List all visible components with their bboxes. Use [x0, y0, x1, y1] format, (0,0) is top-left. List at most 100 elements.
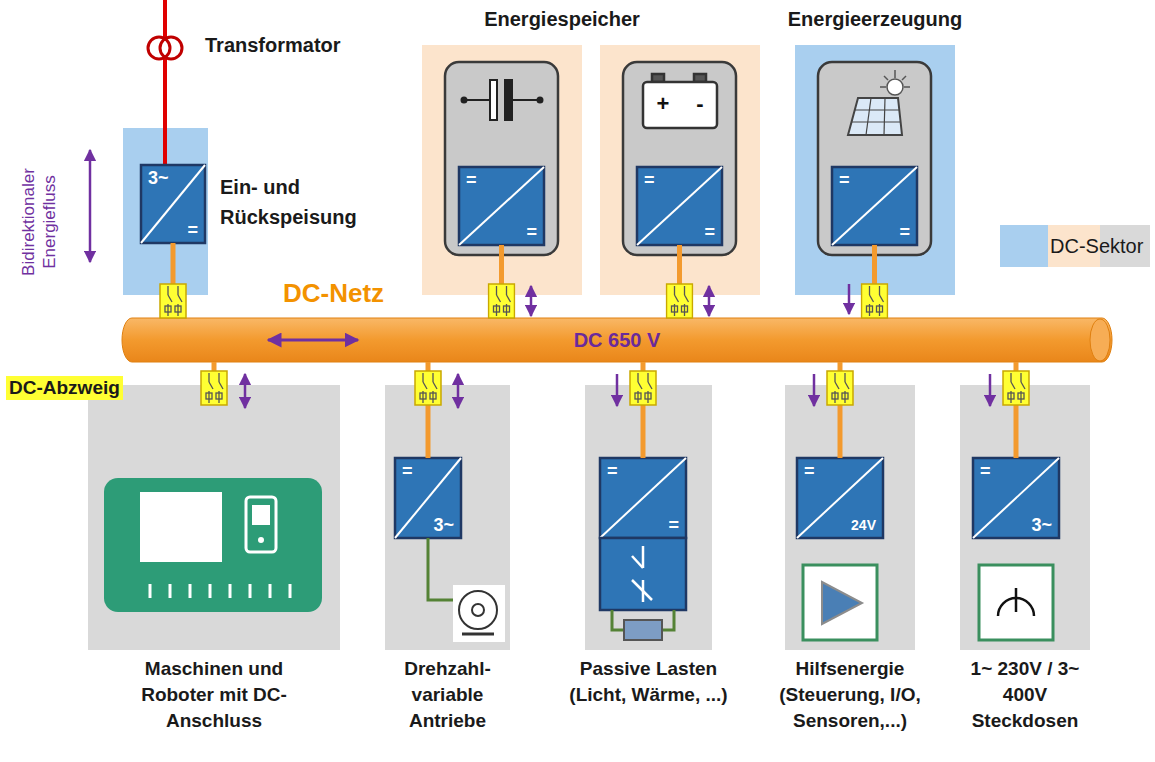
machine-illustration	[249, 584, 252, 598]
label-holder: -	[689, 91, 711, 117]
converter-symbol	[832, 167, 917, 245]
capacitor-symbol	[505, 80, 512, 120]
transformer-symbol	[160, 37, 182, 59]
machine-illustration	[104, 478, 322, 612]
solar-panel-symbol	[880, 86, 886, 88]
energy-flow-arrow	[90, 150, 990, 408]
legend-entry: DC-Sektor	[1000, 225, 1150, 267]
pole-sign: +	[652, 91, 674, 117]
transformer-symbol	[148, 0, 182, 166]
transformer-symbol	[163, 0, 167, 37]
converter-diagonal	[832, 167, 917, 245]
solar-panel-symbol	[848, 70, 910, 135]
control-symbol	[803, 565, 877, 640]
converter-diagonal	[141, 165, 205, 243]
socket-symbol	[1015, 588, 1018, 612]
load-box: Passive Lasten (Licht, Wärme, ...)==	[585, 385, 712, 650]
converter-label: 3~	[148, 168, 169, 188]
solar-panel-symbol	[887, 79, 903, 95]
converter-symbol	[973, 458, 1059, 538]
converter-label: =	[526, 222, 537, 242]
switch-symbol	[632, 580, 652, 600]
control-symbol	[803, 565, 877, 640]
energy-flow-arrow	[708, 286, 711, 316]
group-title: Energieerzeugung	[775, 8, 975, 31]
solar-panel-symbol	[852, 98, 900, 135]
load-box	[88, 385, 340, 650]
dc-bus: DC-NetzDC 650 V	[122, 318, 1112, 362]
battery-symbol	[643, 74, 717, 128]
box-heading: Hilfsenergie (Steuerung, I/O, Sensoren,.…	[760, 656, 940, 734]
converter-label: 3~	[1031, 515, 1052, 535]
group-title: Energiespeicher	[462, 8, 662, 31]
machine-illustration	[140, 492, 222, 562]
box-heading: Passive Lasten (Licht, Wärme, ...)	[566, 656, 731, 708]
converter-box: =24V	[797, 458, 883, 538]
motor-symbol	[428, 538, 505, 642]
sector-box: Ein- und Rückspeisung3~=	[123, 128, 208, 295]
converter-label: =	[466, 170, 477, 190]
breaker-symbol	[201, 371, 227, 405]
energy-flow-arrow	[89, 150, 92, 262]
motor-symbol	[428, 538, 455, 600]
solar-panel-symbol	[902, 76, 906, 80]
label-holder: DC-Abzweig	[6, 376, 136, 400]
solar-panel-symbol	[852, 121, 900, 122]
converter-label: 24V	[851, 515, 876, 535]
converter-box: ==	[600, 458, 686, 538]
label-holder: Transformator	[205, 34, 385, 57]
energy-flow-arrow	[457, 374, 460, 408]
switch-symbol	[612, 610, 624, 630]
switch-symbol	[662, 610, 674, 630]
converter-box: ==	[637, 167, 722, 245]
solar-panel-symbol	[855, 109, 899, 110]
dc-bus	[1090, 319, 1110, 361]
device-housing	[445, 62, 931, 255]
converter-label: 3~	[433, 515, 454, 535]
legend-swatch	[1000, 225, 1048, 267]
breaker-symbol	[489, 284, 515, 318]
legend-text: DC-Sektor	[1000, 225, 1150, 267]
battery-symbol	[643, 82, 717, 128]
solar-panel-symbol	[904, 86, 910, 88]
converter-box: =3~	[395, 458, 461, 538]
load-box: Hilfsenergie (Steuerung, I/O, Sensoren,.…	[785, 385, 915, 650]
load-box: Maschinen und Roboter mit DC- Anschluss	[88, 385, 340, 650]
socket-symbol	[979, 565, 1053, 640]
dc-bus	[122, 318, 1112, 362]
breaker-symbol	[1003, 371, 1029, 405]
motor-symbol	[472, 604, 484, 616]
converter-diagonal	[797, 458, 883, 538]
capacitor-symbol	[462, 98, 467, 103]
breaker-symbol	[160, 284, 186, 318]
energy-flow-arrow	[616, 374, 619, 406]
motor-symbol	[462, 633, 494, 636]
socket-symbol	[979, 565, 1053, 640]
motor-symbol	[453, 585, 505, 642]
load-box	[385, 385, 510, 650]
sector-panel	[123, 45, 1150, 295]
energy-flow-arrow	[244, 374, 247, 408]
energy-flow-arrow	[813, 374, 816, 406]
capacitor-symbol	[538, 98, 543, 103]
machine-illustration	[246, 497, 276, 552]
machine-illustration	[169, 584, 172, 598]
box-heading: Maschinen und Roboter mit DC- Anschluss	[119, 656, 309, 734]
label-holder: Energiespeicher	[462, 8, 662, 31]
switch-symbol	[600, 538, 686, 640]
energy-flow-arrow	[530, 286, 533, 316]
solar-panel-symbol	[884, 98, 885, 135]
converter-label: =	[607, 461, 618, 481]
switch-symbol	[624, 620, 662, 640]
box-heading: 1~ 230V / 3~ 400V Steckdosen	[970, 656, 1080, 734]
solar-panel-symbol	[848, 98, 902, 135]
solar-panel-symbol	[884, 76, 888, 80]
converter-symbol	[797, 458, 883, 538]
motor-symbol	[459, 591, 497, 629]
branch-label: DC-Abzweig	[6, 376, 123, 400]
converter-label: =	[839, 170, 850, 190]
breaker-symbol	[667, 284, 693, 318]
